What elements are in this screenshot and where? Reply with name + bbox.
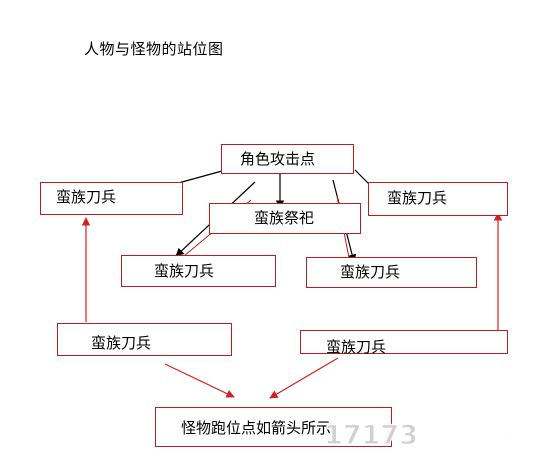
node-attack-point: 角色攻击点 (221, 144, 354, 174)
node-label: 蛮族刀兵 (154, 262, 215, 280)
node-warrior-mid-left: 蛮族刀兵 (121, 255, 276, 287)
node-label: 蛮族刀兵 (326, 338, 387, 356)
node-priest: 蛮族祭祀 (209, 203, 361, 234)
watermark-text: 17173御龙在天 (324, 420, 526, 451)
node-label: 蛮族刀兵 (387, 189, 448, 207)
node-label: 蛮族刀兵 (91, 334, 152, 352)
node-label: 怪物跑位点如箭头所示 (181, 419, 332, 437)
diagram-title: 人物与怪物的站位图 (84, 40, 224, 58)
node-label: 蛮族刀兵 (56, 188, 117, 206)
node-warrior-right-bottom: 蛮族刀兵 (300, 330, 508, 356)
node-warrior-right-top: 蛮族刀兵 (368, 182, 508, 216)
node-label: 角色攻击点 (240, 150, 316, 168)
arrow-left-to-monster-run (164, 363, 235, 398)
arrow-right-to-monster-run (269, 357, 339, 399)
node-warrior-mid-right: 蛮族刀兵 (306, 257, 477, 288)
node-label: 蛮族刀兵 (340, 263, 401, 281)
node-label: 蛮族祭祀 (254, 209, 315, 227)
node-warrior-left-top: 蛮族刀兵 (40, 182, 183, 215)
node-monster-run: 怪物跑位点如箭头所示 (155, 407, 392, 447)
site-watermark: 17173御龙在天 (323, 419, 526, 451)
node-warrior-left-bottom: 蛮族刀兵 (57, 323, 232, 356)
